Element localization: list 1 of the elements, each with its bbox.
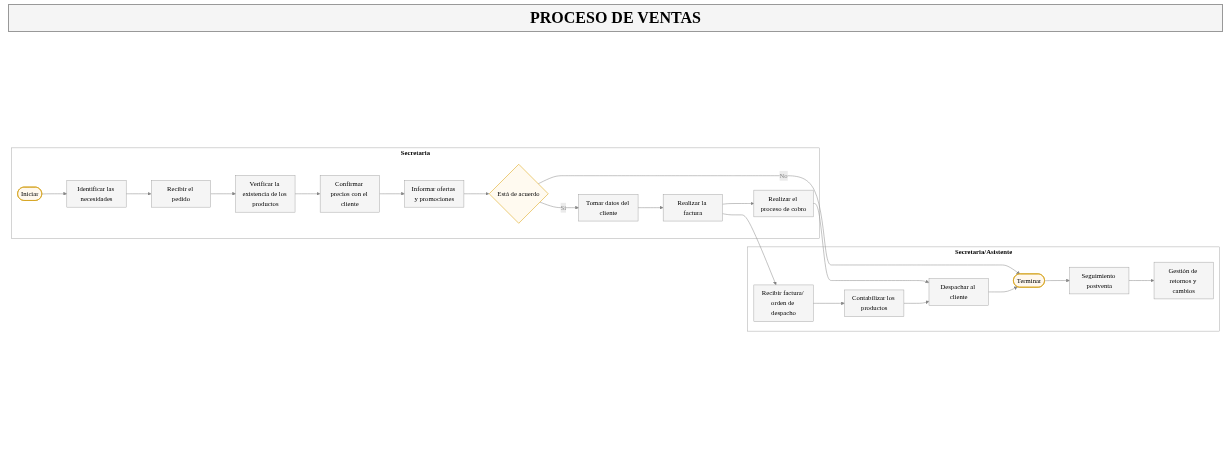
- diagram-title: PROCESO DE VENTAS: [8, 4, 1223, 32]
